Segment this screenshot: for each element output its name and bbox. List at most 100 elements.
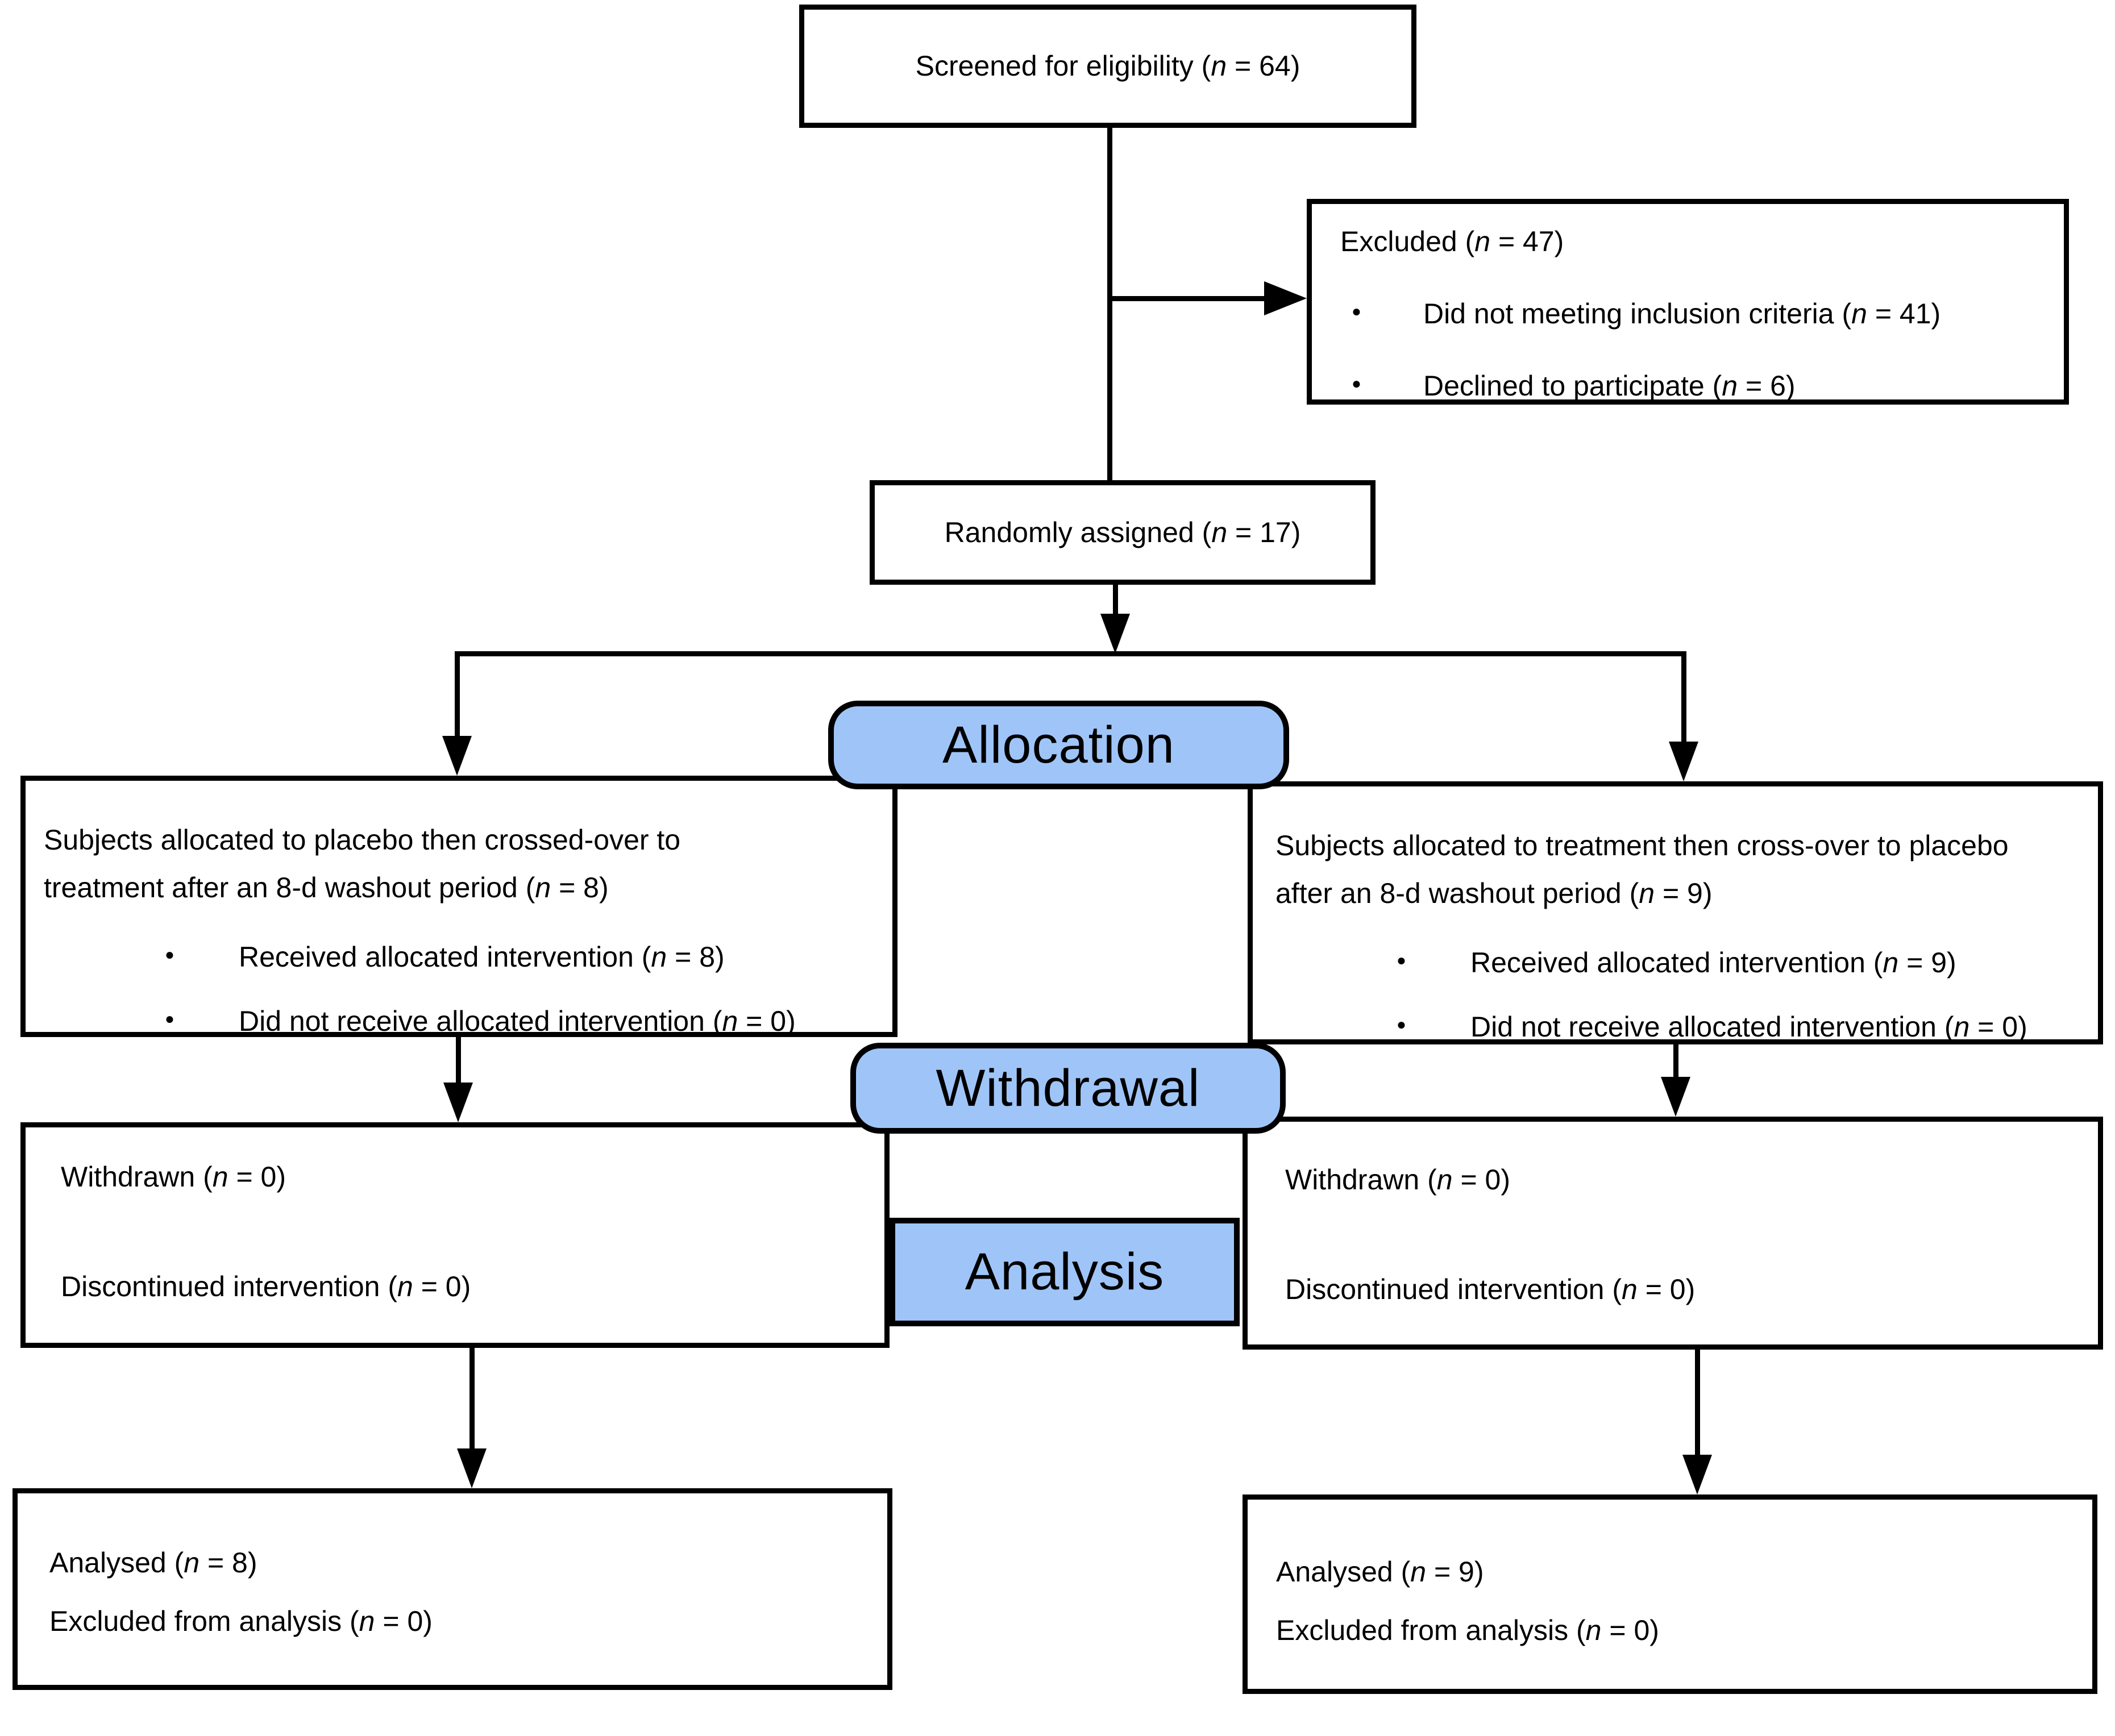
withdrawal-left-box: Withdrawn (n = 0) Discontinued intervent… <box>20 1122 890 1348</box>
connector-alloc-to-withdraw-right <box>1673 1043 1678 1079</box>
allocation-left-box: Subjects allocated to placebo then cross… <box>20 776 897 1037</box>
excluded-from-analysis-label: Excluded from analysis (n = 0) <box>49 1603 887 1640</box>
screened-label: Screened for eligibility (n = 64) <box>916 48 1300 85</box>
label-text: Received allocated intervention ( <box>1470 947 1883 979</box>
label-text: = 9) <box>1655 877 1713 909</box>
label-text: = 0) <box>228 1161 286 1193</box>
label-text: Withdrawn ( <box>1285 1164 1437 1196</box>
bullet-item: Did not meeting inclusion criteria (n = … <box>1352 295 2047 332</box>
n-symbol: n <box>1722 370 1738 402</box>
label-text: Randomly assigned ( <box>944 516 1212 548</box>
label-text: Discontinued intervention ( <box>61 1271 397 1302</box>
analysis-left-box: Analysed (n = 8) Excluded from analysis … <box>13 1488 892 1690</box>
discontinued-label: Discontinued intervention (n = 0) <box>1285 1271 2098 1308</box>
label-text: = 64) <box>1227 50 1300 82</box>
label-text: Discontinued intervention ( <box>1285 1273 1622 1305</box>
discontinued-label: Discontinued intervention (n = 0) <box>61 1268 884 1305</box>
label-text: Analysed ( <box>49 1547 184 1579</box>
allocation-left-title: Subjects allocated to placebo then cross… <box>44 816 777 911</box>
withdrawal-right-box: Withdrawn (n = 0) Discontinued intervent… <box>1243 1117 2103 1350</box>
n-symbol: n <box>184 1547 200 1579</box>
excluded-title: Excluded (n = 47) <box>1340 223 2047 260</box>
connector-to-excluded <box>1110 296 1266 301</box>
analysis-banner: Analysis <box>890 1218 1240 1326</box>
down-arrowhead-icon <box>442 736 472 776</box>
label-text: = 0) <box>1452 1164 1510 1196</box>
n-symbol: n <box>535 872 551 904</box>
down-arrowhead-icon <box>443 1083 473 1122</box>
label-text: = 6) <box>1738 370 1796 402</box>
label-text: = 41) <box>1867 298 1941 330</box>
label-text: Declined to participate ( <box>1423 370 1722 402</box>
right-arrowhead-icon <box>1264 281 1307 315</box>
down-arrowhead-icon <box>457 1448 487 1488</box>
analysed-label: Analysed (n = 9) <box>1276 1554 2092 1591</box>
label-text: Withdrawn ( <box>61 1161 213 1193</box>
excluded-bullet-list: Did not meeting inclusion criteria ( n = … <box>1340 295 2047 405</box>
down-arrowhead-icon <box>1661 1077 1690 1117</box>
label-text: = 0) <box>738 1005 796 1037</box>
n-symbol: n <box>1954 1011 1970 1043</box>
excluded-from-analysis-label: Excluded from analysis (n = 0) <box>1276 1612 2092 1649</box>
label-text: = 0) <box>413 1271 471 1302</box>
down-arrowhead-icon <box>1100 614 1130 653</box>
n-symbol: n <box>1436 1164 1453 1196</box>
n-symbol: n <box>359 1605 375 1637</box>
label-text: = 8) <box>551 872 609 904</box>
connector-alloc-to-withdraw-left <box>456 1036 461 1084</box>
randomized-box: Randomly assigned (n = 17) <box>870 480 1376 585</box>
n-symbol: n <box>212 1161 228 1193</box>
label-text: = 0) <box>1637 1273 1696 1305</box>
label-text: Subjects allocated to treatment then cro… <box>1275 830 2009 909</box>
connector-withdraw-to-analysed-right <box>1695 1348 1700 1456</box>
n-symbol: n <box>1211 50 1227 82</box>
label-text: = 8) <box>200 1547 257 1579</box>
excluded-box: Excluded (n = 47) Did not meeting inclus… <box>1307 199 2069 405</box>
allocation-left-bullet-list: Received allocated intervention (n = 8) … <box>44 939 881 1040</box>
bullet-item: Received allocated intervention (n = 8) <box>165 939 881 976</box>
connector-split-line <box>455 651 1686 656</box>
randomized-label: Randomly assigned (n = 17) <box>945 514 1301 551</box>
label-text: Received allocated intervention ( <box>239 941 651 973</box>
label-text: Subjects allocated to placebo then cross… <box>44 824 681 904</box>
label-text: Screened for eligibility ( <box>915 50 1211 82</box>
bullet-item: Did not receive allocated intervention (… <box>1397 1009 2087 1046</box>
withdrawn-label: Withdrawn (n = 0) <box>61 1159 884 1196</box>
label-text: = 0) <box>375 1605 433 1637</box>
label-text: = 17) <box>1227 516 1301 548</box>
label-text: Did not receive allocated intervention ( <box>239 1005 722 1037</box>
label-text: Excluded ( <box>1340 226 1475 257</box>
allocation-banner: Allocation <box>828 701 1289 789</box>
label-text: = 0) <box>1601 1614 1659 1646</box>
n-symbol: n <box>397 1271 413 1302</box>
allocation-right-title: Subjects allocated to treatment then cro… <box>1275 822 2009 917</box>
withdrawal-banner: Withdrawal <box>850 1043 1286 1134</box>
label-text: = 9) <box>1426 1556 1484 1588</box>
label-text: Did not receive allocated intervention ( <box>1470 1011 1954 1043</box>
connector-split-to-alloc-left <box>455 651 460 738</box>
label-text: = 47) <box>1490 226 1564 257</box>
connector-randomized-to-split <box>1113 584 1118 617</box>
allocation-right-box: Subjects allocated to treatment then cro… <box>1248 781 2103 1044</box>
n-symbol: n <box>1474 226 1491 257</box>
n-symbol: n <box>1410 1556 1427 1588</box>
down-arrowhead-icon <box>1669 742 1698 781</box>
down-arrowhead-icon <box>1682 1455 1712 1494</box>
connector-screened-to-randomized <box>1107 127 1112 482</box>
n-symbol: n <box>1622 1273 1638 1305</box>
n-symbol: n <box>722 1005 738 1037</box>
n-symbol: n <box>1211 516 1228 548</box>
label-text: = 8) <box>667 941 725 973</box>
allocation-right-bullet-list: Received allocated intervention (n = 9) … <box>1275 944 2087 1046</box>
label-text: Excluded from analysis ( <box>1276 1614 1586 1646</box>
label-text: = 9) <box>1898 947 1956 979</box>
label-text: Did not meeting inclusion criteria ( <box>1423 298 1852 330</box>
n-symbol: n <box>651 941 667 973</box>
label-text: = 0) <box>1969 1011 2027 1043</box>
bullet-item: Did not receive allocated intervention (… <box>165 1003 881 1040</box>
withdrawn-label: Withdrawn (n = 0) <box>1285 1162 2098 1198</box>
bullet-item: Declined to participate (n = 6) <box>1352 368 2047 405</box>
label-text: Excluded from analysis ( <box>49 1605 359 1637</box>
label-text: Analysed ( <box>1276 1556 1411 1588</box>
